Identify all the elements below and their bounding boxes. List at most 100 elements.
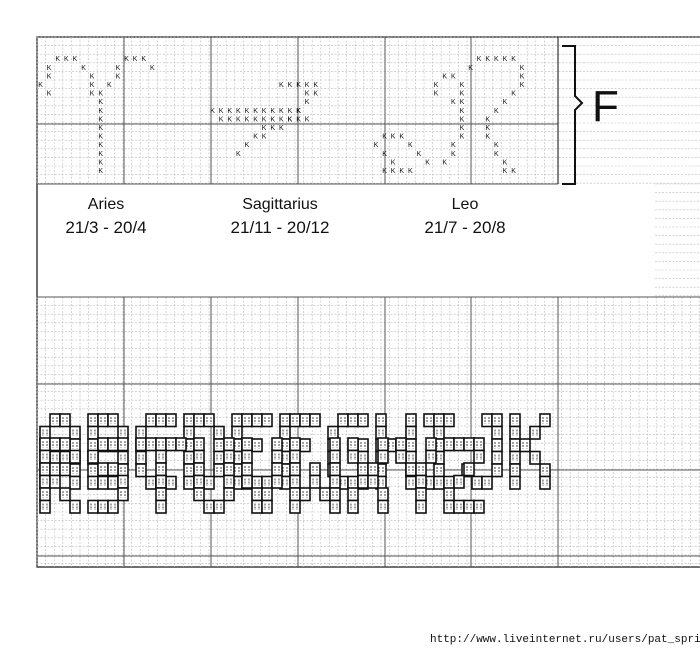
stitch-mark: K [503,168,508,175]
letter-block [289,462,301,477]
stitch-mark: K [279,116,284,123]
letter-block [425,449,437,464]
letter-block [203,475,215,490]
letter-block [251,475,263,490]
letter-block [539,413,551,428]
letter-block [107,437,119,452]
letter-block [97,413,109,428]
letter-block [135,437,147,452]
letter-block [223,437,235,452]
stitch-mark: K [485,134,490,141]
letter-S [87,437,129,514]
stitch-mark: K [116,73,121,80]
letter-block [329,449,341,464]
stitch-mark: K [98,99,103,106]
letter-block [117,474,129,489]
letter-block [491,413,503,428]
letter-block [59,437,71,452]
letter-block [509,413,521,428]
letter-block [357,474,369,489]
letter-block [289,413,301,428]
stitch-mark: K [451,151,456,158]
letter-block [213,463,225,478]
letter-block [357,413,369,428]
letter-block [193,487,205,502]
letter-block [395,449,407,464]
letter-block [203,413,215,428]
stitch-mark: K [460,134,465,141]
stitch-mark: K [520,82,525,89]
letter-block [39,449,51,464]
letter-block [347,437,359,452]
letter-block [509,475,521,490]
stitch-mark: K [90,73,95,80]
letter-block [289,487,301,502]
sign-name-leo: Leo [451,196,479,213]
letter-block [271,462,283,477]
letter-block [241,449,253,464]
stitch-mark: K [98,159,103,166]
letter-block [213,425,225,440]
stitch-mark: K [245,108,250,115]
letter-block [117,487,129,502]
stitch-mark: K [55,56,60,63]
letter-block [145,413,157,428]
stitch-mark: K [150,65,155,72]
letter-block [69,449,81,464]
stitch-mark: K [391,134,396,141]
section-brace [562,45,584,185]
letter-block [69,438,81,453]
stitch-mark: K [124,56,129,63]
stitch-mark: K [305,91,310,98]
letter-K [509,413,551,490]
letter-block [271,437,283,452]
letter-block [107,499,119,514]
letter-block [433,463,445,478]
chart-grid [36,36,700,568]
letter-block [135,425,147,440]
letter-block [183,463,195,478]
letter-block [463,499,475,514]
stitch-mark: K [133,56,138,63]
stitch-mark: K [417,151,422,158]
letter-block [329,499,341,514]
stitch-mark: K [245,116,250,123]
letter-block [183,450,195,465]
sign-dates-leo: 21/7 - 20/8 [424,218,506,237]
stitch-mark: K [503,159,508,166]
letter-block [443,413,455,428]
sign-name-aries: Aries [87,196,125,213]
letter-block [261,413,273,428]
stitch-mark: K [288,116,293,123]
stitch-mark: K [288,108,293,115]
letter-block [59,413,71,428]
letter-block [49,462,61,477]
stitch-mark: K [434,82,439,89]
letter-block [299,438,311,453]
stitch-mark: K [253,116,258,123]
letter-block [107,475,119,490]
letter-block [309,413,321,428]
letter-block [337,413,349,428]
stitch-mark: K [73,56,78,63]
letter-block [415,474,427,489]
letter-block [107,462,119,477]
letter-block [289,499,301,514]
letter-block [347,475,359,490]
stitch-mark: K [98,168,103,175]
letter-block [117,463,129,478]
letter-block [193,413,205,428]
letter-block [299,413,311,428]
letter-block [87,499,99,514]
stitch-mark: K [98,108,103,115]
letter-block [155,487,167,502]
letter-block [405,462,417,477]
letter-block [375,413,387,428]
letter-block [481,475,493,490]
letter-block [453,437,465,452]
letter-block [473,437,485,452]
letter-block [241,474,253,489]
letter-block [165,413,177,428]
letter-block [453,474,465,489]
letter-block [491,425,503,440]
